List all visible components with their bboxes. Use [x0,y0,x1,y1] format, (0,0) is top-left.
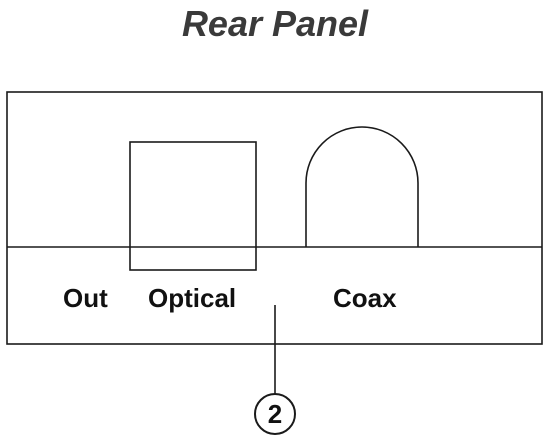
optical-port [129,141,257,271]
callout-circle [254,393,296,435]
coax-port [305,126,419,247]
label-out: Out [63,283,108,313]
label-optical: Optical [148,283,236,313]
diagram-title: Rear Panel [181,3,369,44]
callout-number: 2 [268,399,282,429]
label-coax: Coax [333,283,397,313]
